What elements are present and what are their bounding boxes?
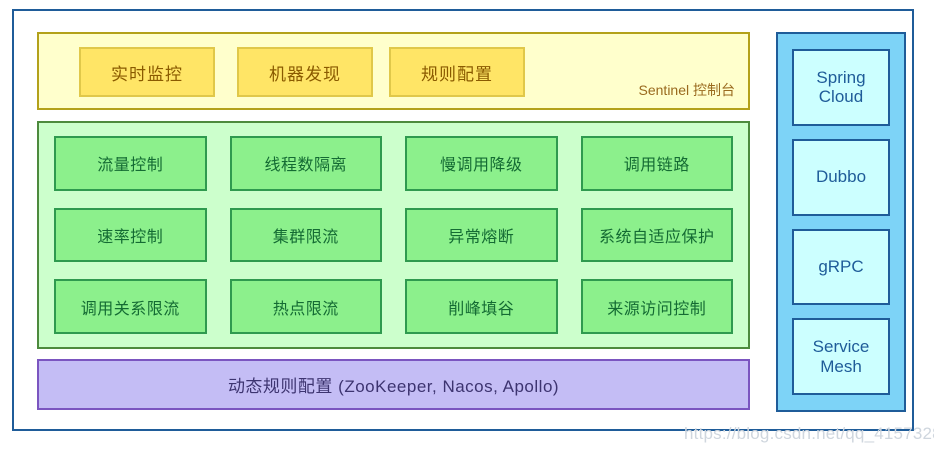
core-box-label: 慢调用降级 xyxy=(439,157,523,175)
core-box-label: 削峰填谷 xyxy=(448,300,515,318)
adapter-box-service-mesh[interactable]: Service Mesh xyxy=(792,318,890,395)
core-box-flow-control[interactable]: 流量控制 xyxy=(54,136,207,191)
adapter-box-spring-cloud[interactable]: Spring Cloud xyxy=(792,49,890,126)
core-box-origin-access-control[interactable]: 来源访问控制 xyxy=(580,279,733,334)
core-box-label: 线程数隔离 xyxy=(264,157,347,175)
core-box-relation-flow-control[interactable]: 调用关系限流 xyxy=(54,279,207,334)
core-box-cluster-flow-control[interactable]: 集群限流 xyxy=(229,207,382,263)
adapter-box-label: gRPC xyxy=(818,257,864,277)
sentinel-dashboard-label: Sentinel 控制台 xyxy=(638,82,735,98)
dashboard-box-realtime-monitor[interactable]: 实时监控 xyxy=(79,47,215,97)
adapter-box-grpc[interactable]: gRPC xyxy=(792,228,890,306)
dashboard-box-label: 机器发现 xyxy=(269,64,341,84)
adapter-box-label: Dubbo xyxy=(815,167,867,187)
adapter-box-label: Service Mesh xyxy=(812,337,870,376)
core-box-exception-circuit-breaker[interactable]: 异常熔断 xyxy=(405,207,558,263)
left-stack: 实时监控 机器发现 规则配置 Sentinel 控制台 流量控制 线程数隔离 慢… xyxy=(37,32,750,412)
adapter-column: Spring Cloud Dubbo gRPC Service Mesh xyxy=(776,32,906,412)
adapter-box-dubbo[interactable]: Dubbo xyxy=(792,138,890,216)
core-box-rate-control[interactable]: 速率控制 xyxy=(54,207,207,263)
core-box-label: 热点限流 xyxy=(272,300,339,318)
dashboard-box-label: 实时监控 xyxy=(111,64,183,84)
core-box-label: 调用链路 xyxy=(623,157,690,175)
core-box-label: 调用关系限流 xyxy=(80,300,180,318)
core-box-label: 速率控制 xyxy=(97,228,164,246)
core-features-panel: 流量控制 线程数隔离 慢调用降级 调用链路 速率控制 集群限流 xyxy=(37,121,750,349)
core-box-thread-isolation[interactable]: 线程数隔离 xyxy=(229,136,382,191)
dynamic-rule-datasource-bar[interactable]: 动态规则配置 (ZooKeeper, Nacos, Apollo) xyxy=(37,359,750,410)
core-box-slow-call-degrade[interactable]: 慢调用降级 xyxy=(405,136,558,191)
core-box-label: 异常熔断 xyxy=(448,228,515,246)
dashboard-box-machine-discovery[interactable]: 机器发现 xyxy=(237,47,373,97)
core-features-grid: 流量控制 线程数隔离 慢调用降级 调用链路 速率控制 集群限流 xyxy=(54,136,733,334)
dashboard-box-rule-config[interactable]: 规则配置 xyxy=(389,47,525,97)
sentinel-dashboard-panel: 实时监控 机器发现 规则配置 Sentinel 控制台 xyxy=(37,32,750,110)
core-box-label: 来源访问控制 xyxy=(607,300,707,318)
core-box-label: 集群限流 xyxy=(272,228,339,246)
dashboard-box-label: 规则配置 xyxy=(421,64,493,84)
adapter-box-label: Spring Cloud xyxy=(816,67,866,107)
diagram-frame: 实时监控 机器发现 规则配置 Sentinel 控制台 流量控制 线程数隔离 慢… xyxy=(12,9,914,431)
core-box-label: 系统自适应保护 xyxy=(598,228,715,246)
core-box-label: 流量控制 xyxy=(97,157,164,175)
core-box-system-adaptive-protection[interactable]: 系统自适应保护 xyxy=(580,207,733,263)
core-box-peak-shaving[interactable]: 削峰填谷 xyxy=(405,279,558,334)
core-box-hotspot-flow-control[interactable]: 热点限流 xyxy=(229,279,382,334)
datasource-label: 动态规则配置 (ZooKeeper, Nacos, Apollo) xyxy=(227,377,560,396)
core-box-call-chain[interactable]: 调用链路 xyxy=(580,136,733,191)
